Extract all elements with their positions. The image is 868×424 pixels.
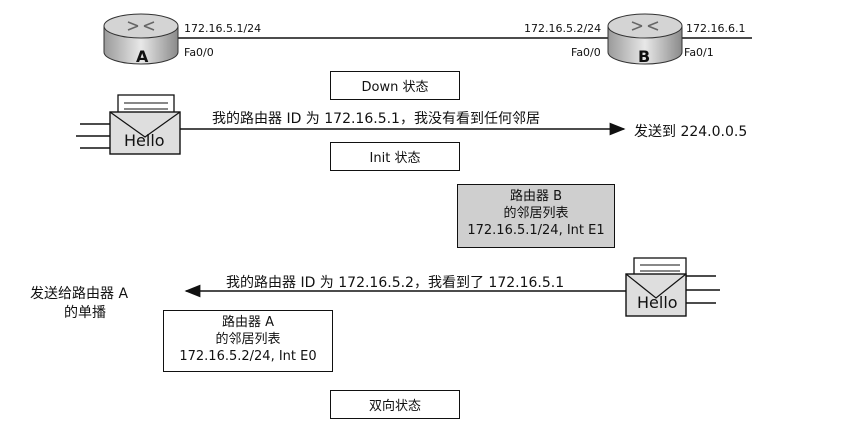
state-down-label: Down 状态 — [361, 80, 429, 95]
state-init-box: Init 状态 — [330, 142, 460, 171]
state-init-label: Init 状态 — [369, 151, 421, 166]
hello-2-message: 我的路由器 ID 为 172.16.5.2，我看到了 172.16.5.1 — [226, 275, 565, 291]
hello-packet-1-label: Hello — [124, 131, 165, 150]
router-b-icon — [607, 13, 683, 65]
hello-packet-2-icon — [625, 257, 720, 317]
hello-packet-2-label: Hello — [637, 293, 678, 312]
hello-packet-1-icon — [76, 94, 181, 155]
router-a-port: Fa0/0 — [184, 46, 214, 59]
router-b-port-right: Fa0/1 — [684, 46, 714, 59]
send-unicast-label-line1: 发送给路由器 A — [30, 286, 129, 302]
router-b-neighbor-subtitle: 的邻居列表 — [503, 206, 569, 221]
router-b-neighbor-entry: 172.16.5.1/24, Int E1 — [467, 223, 605, 238]
router-a-icon — [103, 13, 179, 65]
router-a-label: A — [136, 47, 149, 66]
router-b-label: B — [638, 47, 651, 66]
router-a-neighbor-subtitle: 的邻居列表 — [215, 332, 281, 347]
router-a-ip: 172.16.5.1/24 — [184, 22, 262, 35]
state-two-way-label: 双向状态 — [368, 399, 421, 414]
state-down-box: Down 状态 — [330, 71, 460, 100]
router-b-ip-right: 172.16.6.1 — [686, 22, 746, 35]
router-b-ip-left: 172.16.5.2/24 — [524, 22, 602, 35]
router-b-port-left: Fa0/0 — [571, 46, 601, 59]
router-b-neighbor-title: 路由器 B — [509, 189, 563, 204]
send-unicast-label-line2: 的单播 — [64, 305, 106, 321]
router-b-neighbor-table: 路由器 B 的邻居列表 172.16.5.1/24, Int E1 — [457, 184, 615, 248]
router-a-neighbor-table: 路由器 A 的邻居列表 172.16.5.2/24, Int E0 — [163, 310, 333, 372]
router-a-neighbor-entry: 172.16.5.2/24, Int E0 — [179, 349, 317, 364]
hello-1-message: 我的路由器 ID 为 172.16.5.1，我没有看到任何邻居 — [212, 111, 540, 127]
send-multicast-label: 发送到 224.0.0.5 — [634, 124, 748, 140]
state-two-way-box: 双向状态 — [330, 390, 460, 419]
router-a-neighbor-title: 路由器 A — [221, 315, 275, 330]
